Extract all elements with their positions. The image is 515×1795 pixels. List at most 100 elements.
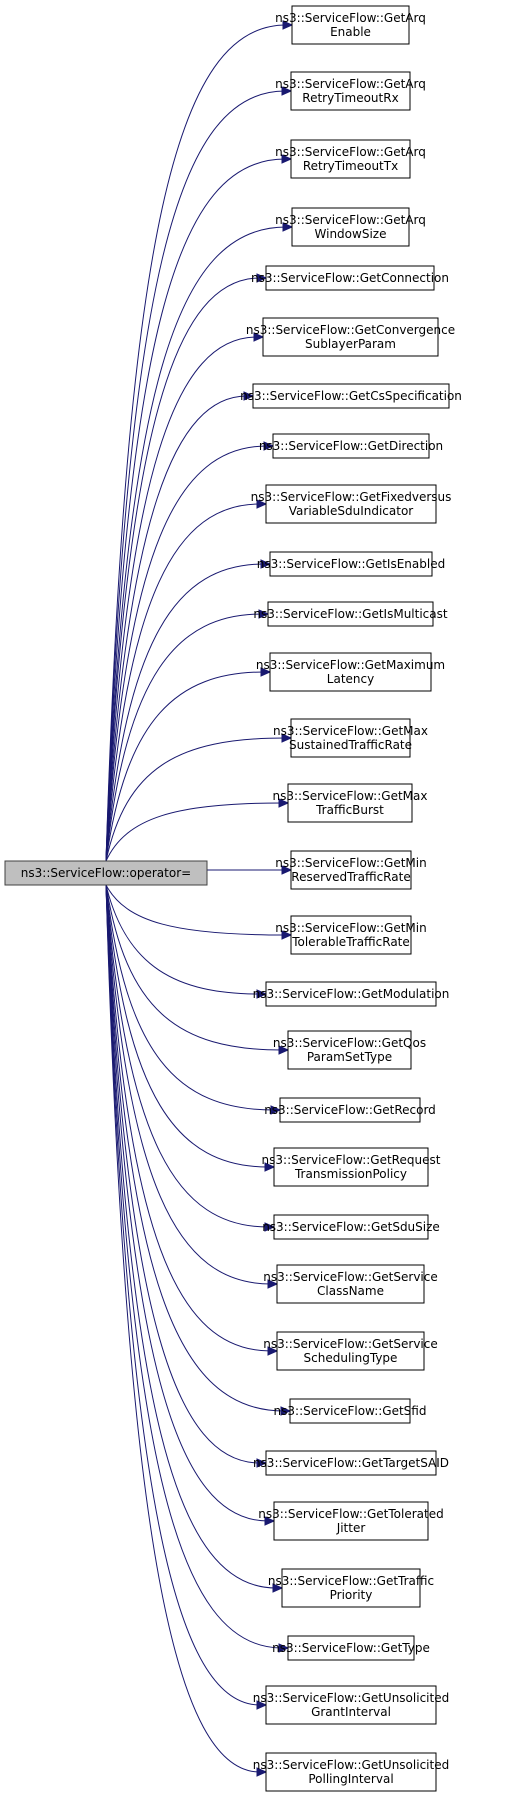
- callee-node-label: ns3::ServiceFlow::GetService: [263, 1270, 438, 1284]
- callee-node[interactable]: ns3::ServiceFlow::GetUnsolicitedPollingI…: [253, 1752, 449, 1792]
- callee-node[interactable]: ns3::ServiceFlow::GetServiceSchedulingTy…: [263, 1331, 438, 1371]
- callee-node-box[interactable]: [279, 1097, 421, 1123]
- callee-node-label: SchedulingType: [304, 1351, 398, 1365]
- callee-node-label: GrantInterval: [311, 1705, 391, 1719]
- call-edge: [105, 277, 261, 862]
- callee-node-box[interactable]: [265, 981, 437, 1007]
- callee-node[interactable]: ns3::ServiceFlow::GetSduSize: [262, 1214, 440, 1240]
- call-edge: [105, 445, 268, 862]
- callee-node-box[interactable]: [265, 484, 437, 524]
- call-edge-arrowhead: [281, 733, 293, 743]
- callee-node-box[interactable]: [290, 71, 411, 111]
- callee-node-label: Enable: [330, 25, 371, 39]
- callee-node-label: ns3::ServiceFlow::GetType: [272, 1641, 430, 1655]
- callee-node-box[interactable]: [265, 1450, 437, 1476]
- callee-node-box[interactable]: [272, 433, 430, 459]
- callee-node-box[interactable]: [265, 1752, 437, 1792]
- callee-node-box[interactable]: [273, 1214, 429, 1240]
- callee-node-label: ns3::ServiceFlow::GetRequest: [262, 1153, 441, 1167]
- callee-node-label: ns3::ServiceFlow::GetUnsolicited: [253, 1758, 449, 1772]
- call-edge: [105, 884, 261, 995]
- callee-node-box[interactable]: [262, 317, 439, 357]
- callee-node-label: Priority: [330, 1588, 373, 1602]
- callee-node-box[interactable]: [290, 718, 411, 758]
- callee-node-box[interactable]: [281, 1568, 421, 1608]
- callee-node-box[interactable]: [287, 1635, 415, 1661]
- callee-node[interactable]: ns3::ServiceFlow::GetTargetSAID: [253, 1450, 449, 1476]
- callee-node-label: ns3::ServiceFlow::GetCsSpecification: [240, 389, 462, 403]
- source-node-box[interactable]: [4, 860, 208, 886]
- callee-node-label: ns3::ServiceFlow::GetArq: [275, 11, 426, 25]
- call-edge: [105, 884, 283, 1649]
- call-edge-arrowhead: [267, 1346, 279, 1356]
- callee-node-box[interactable]: [290, 915, 412, 955]
- call-edge: [105, 503, 261, 862]
- callee-node-box[interactable]: [276, 1264, 425, 1304]
- callee-node[interactable]: ns3::ServiceFlow::GetUnsolicitedGrantInt…: [253, 1685, 449, 1725]
- callee-node[interactable]: ns3::ServiceFlow::GetModulation: [253, 981, 450, 1007]
- callee-node-box[interactable]: [291, 207, 410, 247]
- callee-node-label: ns3::ServiceFlow::GetIsEnabled: [257, 557, 445, 571]
- call-edge: [105, 884, 261, 1773]
- callee-node[interactable]: ns3::ServiceFlow::GetSfid: [274, 1398, 427, 1424]
- callee-node-label: ns3::ServiceFlow::GetConnection: [251, 271, 449, 285]
- callee-node-box[interactable]: [273, 1147, 429, 1187]
- callee-node[interactable]: ns3::ServiceFlow::GetIsMulticast: [253, 601, 448, 627]
- call-edge-arrowhead: [264, 1162, 276, 1172]
- callee-node[interactable]: ns3::ServiceFlow::GetType: [272, 1635, 430, 1661]
- source-node[interactable]: ns3::ServiceFlow::operator=: [4, 860, 208, 886]
- callee-node-box[interactable]: [269, 551, 433, 577]
- callee-node-box[interactable]: [276, 1331, 425, 1371]
- callee-node-box[interactable]: [291, 5, 410, 45]
- callee-node-box[interactable]: [252, 383, 450, 409]
- callee-node-box[interactable]: [289, 1398, 411, 1424]
- callee-node[interactable]: ns3::ServiceFlow::GetCsSpecification: [240, 383, 462, 409]
- callee-node-label: ns3::ServiceFlow::GetMaximum: [256, 658, 445, 672]
- call-edge-arrowhead: [278, 1643, 290, 1653]
- call-edge: [105, 884, 269, 1168]
- callee-node-label: VariableSduIndicator: [289, 504, 414, 518]
- callee-node-box[interactable]: [290, 850, 412, 890]
- callee-node-box[interactable]: [290, 139, 411, 179]
- callee-node-label: ns3::ServiceFlow::GetTolerated: [258, 1507, 443, 1521]
- callee-node[interactable]: ns3::ServiceFlow::GetMaxSustainedTraffic…: [273, 718, 428, 758]
- callee-node[interactable]: ns3::ServiceFlow::GetConvergenceSublayer…: [246, 317, 455, 357]
- callee-node-box[interactable]: [267, 601, 434, 627]
- call-edge-arrowhead: [281, 865, 293, 875]
- callee-node-box[interactable]: [265, 265, 435, 291]
- callee-node[interactable]: ns3::ServiceFlow::GetRequestTransmission…: [262, 1147, 441, 1187]
- callee-node-box[interactable]: [269, 652, 432, 692]
- callee-node[interactable]: ns3::ServiceFlow::GetMinTolerableTraffic…: [275, 915, 427, 955]
- call-edge-arrowhead: [282, 222, 294, 232]
- callee-node[interactable]: ns3::ServiceFlow::GetConnection: [251, 265, 449, 291]
- callee-node[interactable]: ns3::ServiceFlow::GetFixedversusVariable…: [251, 484, 452, 524]
- callee-node[interactable]: ns3::ServiceFlow::GetDirection: [259, 433, 443, 459]
- callee-node[interactable]: ns3::ServiceFlow::GetRecord: [264, 1097, 436, 1123]
- call-edge-arrowhead: [281, 154, 293, 164]
- callee-node-label: ClassName: [317, 1284, 384, 1298]
- callee-node-label: ns3::ServiceFlow::GetModulation: [253, 987, 450, 1001]
- call-edge: [105, 884, 286, 936]
- callee-node-box[interactable]: [287, 783, 413, 823]
- callee-node-box[interactable]: [273, 1501, 429, 1541]
- callee-node[interactable]: ns3::ServiceFlow::GetMinReservedTrafficR…: [275, 850, 427, 890]
- call-edge-arrowhead: [272, 1583, 284, 1593]
- call-edge: [105, 90, 286, 862]
- callee-node-box[interactable]: [287, 1030, 412, 1070]
- callee-node-label: ParamSetType: [307, 1050, 392, 1064]
- callee-node-label: ns3::ServiceFlow::GetMax: [273, 789, 428, 803]
- callee-node[interactable]: ns3::ServiceFlow::GetIsEnabled: [257, 551, 445, 577]
- callee-node-box[interactable]: [265, 1685, 437, 1725]
- call-edge: [105, 884, 269, 1228]
